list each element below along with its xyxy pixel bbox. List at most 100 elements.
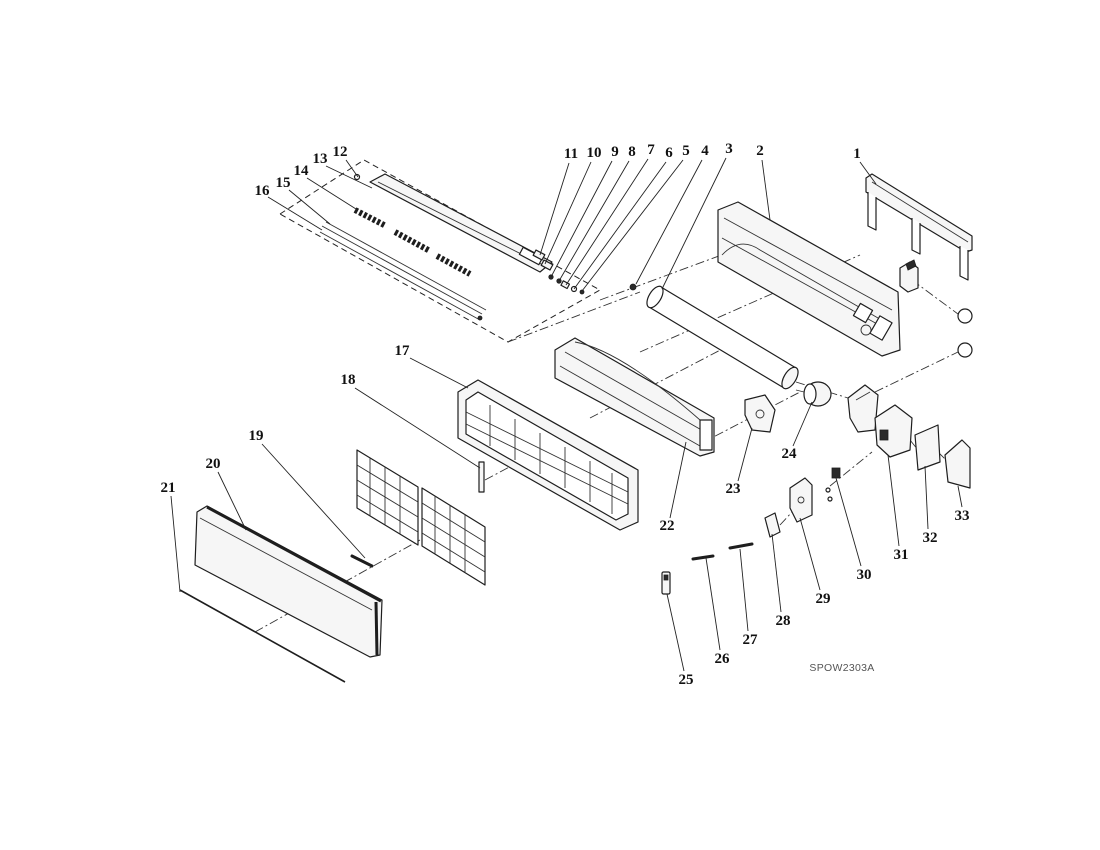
callout-14: 14 [294, 163, 310, 179]
callout-3: 3 [725, 141, 733, 157]
part-3-shape [646, 285, 799, 390]
part-18-shape [478, 461, 485, 493]
leader-lines [170, 157, 963, 672]
callout-9: 9 [611, 144, 619, 160]
side-bracket [847, 384, 879, 433]
callout-19: 19 [249, 428, 264, 444]
callout-labels: 1234567891011121314151617181920212223242… [161, 141, 970, 688]
callout-15: 15 [276, 175, 291, 191]
callout-22: 22 [660, 518, 675, 534]
part-33-shape [944, 439, 971, 489]
connector-box [899, 259, 919, 293]
leader-line-1 [859, 161, 877, 185]
leader-line-27 [739, 548, 749, 632]
part-28-shape [764, 512, 781, 538]
filter-left [356, 449, 419, 546]
leader-line-11 [539, 162, 570, 256]
part-32-shape [914, 424, 941, 471]
leader-line-16 [267, 196, 323, 231]
callout-20: 20 [206, 456, 221, 472]
callout-8: 8 [628, 144, 636, 160]
part-19-shape [350, 554, 374, 568]
leader-line-25 [666, 593, 685, 672]
leader-line-19 [261, 443, 366, 559]
leader-line-17 [409, 357, 469, 389]
callout-31: 31 [894, 547, 909, 563]
leader-line-12 [345, 159, 359, 178]
callout-4: 4 [701, 143, 709, 159]
part-21-shape [179, 589, 346, 683]
part-14-shape [353, 207, 472, 277]
callout-5: 5 [682, 143, 690, 159]
leader-line-15 [288, 189, 331, 225]
part-30-shape [825, 467, 841, 502]
callout-33: 33 [955, 508, 970, 524]
callout-6: 6 [665, 145, 673, 161]
callout-13: 13 [313, 151, 328, 167]
part-16-shape [319, 231, 483, 321]
callout-26: 26 [715, 651, 731, 667]
leader-line-8 [558, 160, 630, 282]
leader-line-20 [217, 471, 247, 531]
leader-line-33 [957, 485, 963, 508]
leader-line-14 [306, 177, 357, 210]
leader-line-22 [669, 441, 687, 519]
reference-circle-lower [957, 342, 973, 358]
leader-line-30 [835, 477, 862, 567]
callout-23: 23 [726, 481, 741, 497]
part-27-shape [728, 542, 754, 550]
part-1-shape [865, 173, 973, 281]
leader-line-6 [573, 161, 667, 290]
part-29-shape [789, 477, 813, 523]
callout-7: 7 [647, 142, 655, 158]
callout-1: 1 [853, 146, 861, 162]
callout-16: 16 [255, 183, 271, 199]
leader-line-29 [799, 517, 821, 591]
small-fittings-5-11 [532, 249, 585, 295]
leader-line-9 [550, 160, 613, 278]
part-15-shape [321, 221, 487, 315]
callout-25: 25 [679, 672, 694, 688]
leader-line-7 [565, 158, 649, 286]
part-20-shape [194, 505, 383, 658]
reference-circle-upper [957, 308, 973, 324]
callout-32: 32 [923, 530, 938, 546]
leader-line-3 [661, 157, 727, 290]
part-17-shape [457, 379, 639, 531]
callout-30: 30 [857, 567, 872, 583]
part-4-shape [629, 283, 637, 291]
part-13-shape [369, 173, 553, 273]
group-outline [279, 159, 602, 343]
part-31-shape [874, 404, 913, 458]
callout-21: 21 [161, 480, 176, 496]
leader-line-5 [581, 159, 684, 292]
leader-line-10 [544, 161, 592, 265]
part-22-shape [554, 337, 715, 457]
part-25-shape [661, 571, 671, 595]
leader-line-4 [635, 159, 703, 285]
callout-28: 28 [776, 613, 791, 629]
callout-11: 11 [564, 146, 578, 162]
leader-line-24 [792, 401, 813, 447]
part-24-shape [795, 381, 832, 407]
callout-10: 10 [587, 145, 602, 161]
diagram-code: SPOW2303A [809, 662, 874, 674]
leader-line-31 [887, 454, 900, 547]
callout-24: 24 [782, 446, 798, 462]
part-12-shape [353, 173, 361, 181]
leader-line-23 [737, 427, 753, 482]
callout-2: 2 [756, 143, 764, 159]
leader-line-28 [771, 533, 782, 613]
callout-18: 18 [341, 372, 356, 388]
leader-line-26 [705, 557, 721, 651]
leader-line-32 [924, 465, 929, 530]
leader-line-2 [761, 159, 771, 221]
leader-line-13 [325, 165, 373, 189]
callout-29: 29 [816, 591, 831, 607]
part-26-shape [691, 554, 715, 561]
part-2-shape [717, 201, 901, 357]
part-23-shape [744, 394, 776, 433]
leader-line-21 [170, 495, 181, 593]
leader-line-18 [354, 387, 481, 469]
